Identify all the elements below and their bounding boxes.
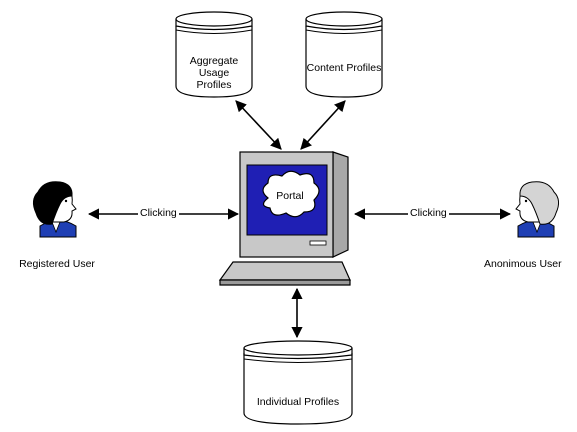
content-profiles-label: Content Profiles: [306, 62, 382, 74]
content-profiles-store: [305, 11, 383, 98]
arrow-content-portal: [300, 100, 346, 150]
aggregate-usage-profiles-label: Aggregate Usage Profiles: [189, 55, 239, 92]
portal-computer-icon: [218, 151, 351, 286]
clicking-label-right: Clicking: [408, 207, 449, 220]
arrow-aggregate-portal: [235, 100, 282, 150]
anonymous-user-label: Anonimous User: [484, 258, 562, 270]
registered-user-icon: [32, 181, 77, 238]
anonymous-user-icon: [515, 181, 560, 238]
aggregate-usage-profiles-store: [175, 11, 253, 98]
clicking-label-left: Clicking: [138, 207, 179, 220]
portal-cloud-icon: [262, 170, 320, 218]
portal-label: Portal: [276, 190, 304, 202]
individual-profiles-store: [243, 340, 353, 425]
registered-user-label: Registered User: [19, 258, 95, 270]
individual-profiles-label: Individual Profiles: [256, 396, 340, 408]
